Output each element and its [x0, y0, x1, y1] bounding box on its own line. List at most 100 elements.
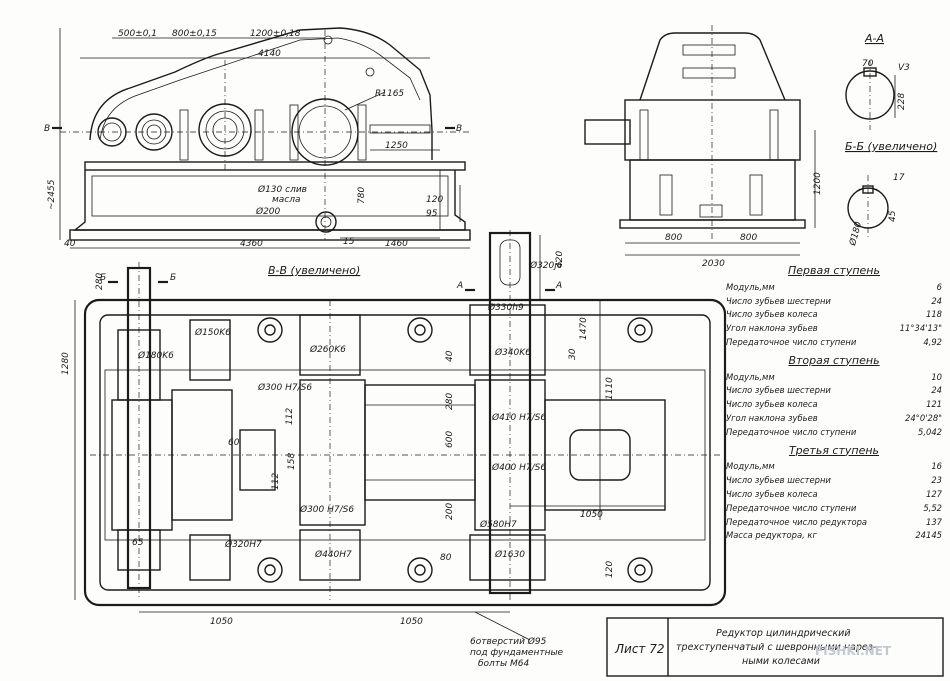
side-dim-800b: 800	[740, 233, 757, 243]
dim-780: 780	[357, 187, 367, 204]
section-bb-small-title: Б-Б (увеличено)	[845, 140, 937, 153]
cut-mark-a-right: А	[555, 281, 562, 291]
bearing-output-bottom	[469, 534, 546, 581]
dim-200: Ø200	[255, 206, 281, 217]
plan-dim-600: 600	[445, 431, 455, 448]
plan-dimension-lines	[74, 235, 665, 641]
dim-4360: 4360	[240, 239, 263, 249]
title-block	[606, 617, 944, 677]
plan-dim-65: 65	[132, 538, 144, 548]
plan-dim-158: 158	[287, 453, 297, 470]
aa-dim-228: 228	[897, 93, 907, 110]
dim-40: 40	[64, 239, 76, 249]
stage3-header: Третья ступень	[788, 443, 880, 457]
spec-row-label: Модуль,мм	[726, 461, 775, 472]
dim-drain-2: масла	[272, 195, 301, 205]
plan-dim-200: 200	[445, 503, 455, 520]
spec-row-value: 23	[931, 475, 942, 486]
dim-800: 800±0,15	[172, 29, 217, 39]
spacer-1	[239, 429, 276, 491]
plan-dim-shaft320: Ø320j6	[529, 260, 563, 271]
dim-radius: R1165	[375, 89, 404, 99]
cut-mark-b-small-right: Б	[170, 273, 176, 283]
pinion-1	[111, 399, 173, 531]
dim-1200: 1200±0,18	[250, 29, 301, 39]
bb-dim-180: Ø180	[847, 220, 864, 248]
front-dimension-lines	[59, 28, 470, 249]
spec-row-value: 16	[931, 461, 942, 472]
spec-row-value: 24145	[915, 530, 942, 541]
plan-dim-410h7: Ø410 H7/S6	[491, 412, 546, 423]
section-aa	[845, 60, 896, 130]
lower-body-outline	[73, 170, 466, 231]
lifting-eye	[323, 35, 333, 45]
spec-row-label: Модуль,мм	[726, 371, 775, 382]
drain-plug	[315, 211, 337, 233]
spec-row-label: Передаточное число ступени	[726, 336, 857, 347]
lower-body-inner	[91, 175, 449, 217]
spec-row-label: Передаточное число ступени	[726, 502, 857, 513]
spec-row-value: 121	[926, 399, 942, 410]
side-dim-1200: 1200	[813, 172, 823, 195]
plan-dim-120: 120	[605, 561, 615, 578]
plan-dim-30: 30	[568, 348, 578, 360]
dim-500: 500±0,1	[118, 29, 157, 39]
holes-note-3: болты М64	[478, 659, 530, 669]
housing-inner-flange	[99, 314, 711, 591]
spec-row-value: 127	[926, 488, 942, 499]
bearing-output-top	[469, 304, 546, 376]
section-bb-small	[847, 175, 889, 240]
spec-row-value: 137	[926, 516, 942, 527]
cover-inner-outline	[99, 37, 421, 141]
spec-row-label: Передаточное число ступени	[726, 426, 857, 437]
cut-mark-a-left: А	[456, 281, 463, 291]
spec-row-value: 4,92	[923, 336, 942, 347]
spec-row-label: Угол наклона зубьев	[726, 412, 818, 423]
side-cover-outline	[639, 32, 786, 101]
spec-row-label: Число зубьев колеса	[726, 309, 818, 320]
section-bb-title: В-В (увеличено)	[268, 264, 360, 277]
holes-note-2: под фундаментные	[470, 648, 564, 658]
dim-1250: 1250	[385, 141, 408, 151]
spec-row: Передаточное число ступени 4,92	[726, 336, 942, 350]
side-base-plate	[619, 219, 806, 229]
plan-dim-40: 40	[445, 350, 455, 362]
housing-outer	[83, 298, 727, 607]
spec-row: Угол наклона зубьев 24°0'28"	[726, 412, 942, 426]
side-dim-800a: 800	[665, 233, 682, 243]
spec-row-label: Число зубьев колеса	[726, 488, 818, 499]
dim-4140: 4140	[258, 49, 281, 59]
bb-dim-17: 17	[893, 173, 905, 183]
plan-dim-1050b: 1050	[400, 617, 423, 627]
base-plate	[69, 229, 471, 241]
plan-dim-1470: 1470	[579, 317, 589, 340]
bearing-2-bottom	[189, 534, 231, 581]
cut-mark-b-small-left: Б	[100, 273, 106, 283]
spec-row-label: Передаточное число редуктора	[726, 516, 868, 527]
aa-dim-v3: V3	[898, 63, 910, 73]
inspection-plug	[365, 67, 375, 77]
spec-row-value: 24°0'28"	[905, 412, 942, 423]
side-flange-area	[624, 99, 801, 161]
spec-row-value: 10	[931, 371, 942, 382]
side-dim-2030: 2030	[702, 259, 725, 269]
plan-dim-1630: Ø1630	[494, 549, 525, 560]
split-flange	[84, 161, 466, 171]
dim-95: 95	[426, 209, 438, 219]
gear-2	[299, 379, 366, 526]
spec-row-label: Число зубьев шестерни	[726, 385, 831, 396]
dim-1460: 1460	[385, 239, 408, 249]
front-elevation-view	[52, 27, 471, 249]
dim-drain: Ø130 слив	[257, 184, 307, 195]
side-shaft-end	[584, 119, 631, 145]
